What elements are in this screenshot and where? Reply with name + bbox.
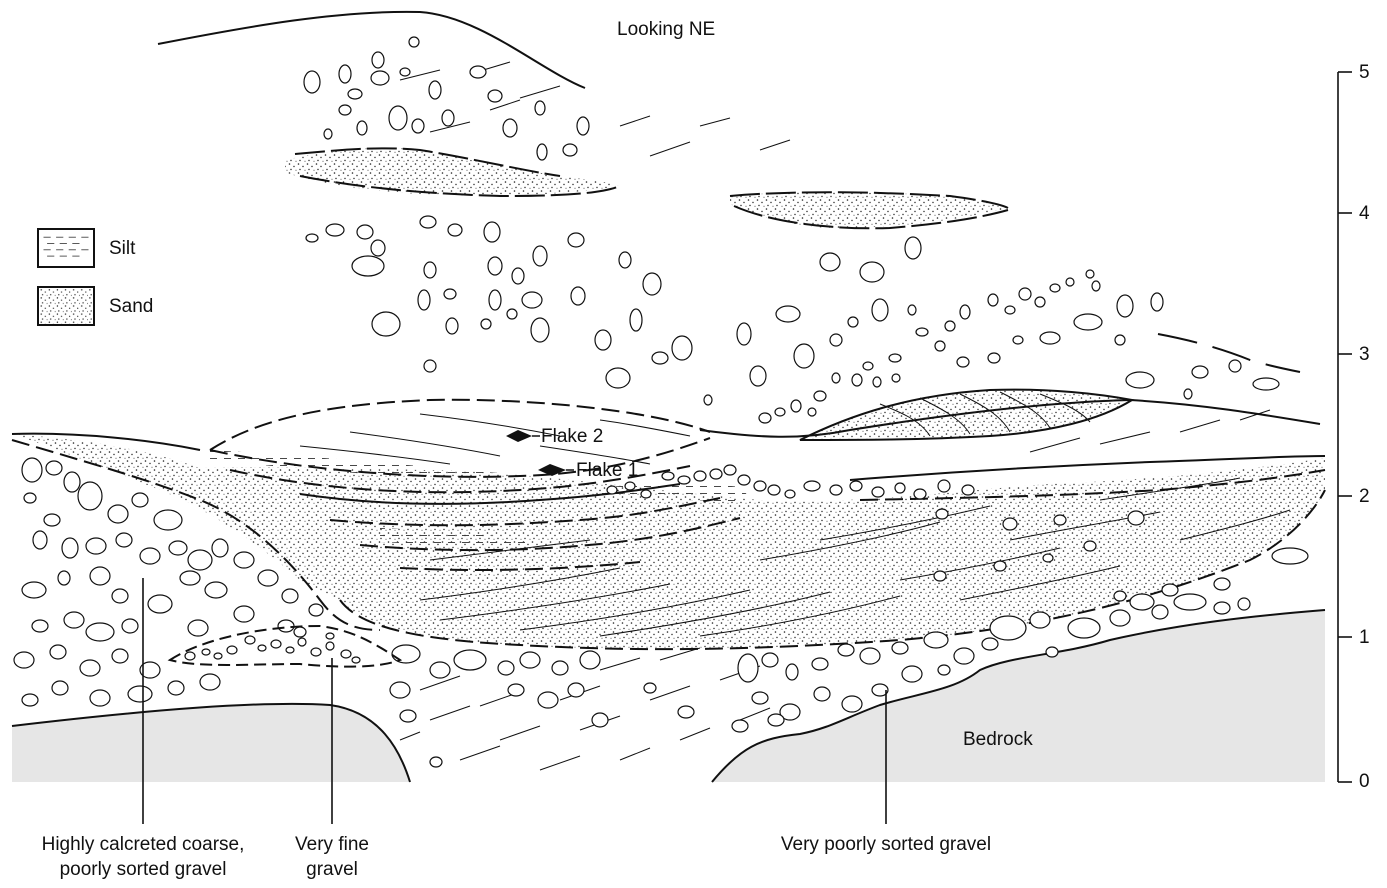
- scale-tick-5: 5: [1359, 61, 1370, 84]
- sand-swatch: [37, 286, 95, 326]
- upper-channel-outline: [210, 400, 710, 450]
- callout-very-fine-gravel-line1: Very fine: [272, 832, 392, 857]
- callout-very-poorly-sorted-gravel-line1: Very poorly sorted gravel: [736, 832, 1036, 857]
- legend-item-silt: Silt: [37, 228, 135, 268]
- silt-swatch: [37, 228, 95, 268]
- flake-2-label: Flake 2: [541, 425, 603, 448]
- bedrock-left: [12, 704, 410, 782]
- legend-label-sand: Sand: [109, 295, 153, 318]
- scale-tick-2: 2: [1359, 485, 1370, 508]
- callout-calcreted-gravel-line1: Highly calcreted coarse,: [20, 832, 266, 857]
- callout-very-fine-gravel-line2: gravel: [272, 857, 392, 882]
- vertical-scale: [1338, 72, 1352, 782]
- scale-tick-0: 0: [1359, 770, 1370, 793]
- scale-tick-1: 1: [1359, 626, 1370, 649]
- flake-2-marker: [506, 430, 532, 442]
- legend-label-silt: Silt: [109, 237, 135, 260]
- flake-1-label: Flake 1: [576, 459, 638, 482]
- upper-channel-laminae: [300, 414, 690, 464]
- callout-very-fine-gravel: Very fine gravel: [272, 832, 392, 882]
- callout-very-poorly-sorted-gravel: Very poorly sorted gravel: [736, 832, 1036, 857]
- view-direction-title: Looking NE: [617, 18, 715, 41]
- bedrock-label: Bedrock: [963, 728, 1033, 751]
- scale-tick-3: 3: [1359, 343, 1370, 366]
- callout-calcreted-gravel-line2: poorly sorted gravel: [20, 857, 266, 882]
- scale-tick-4: 4: [1359, 202, 1370, 225]
- callout-calcreted-gravel: Highly calcreted coarse, poorly sorted g…: [20, 832, 266, 882]
- legend-item-sand: Sand: [37, 286, 153, 326]
